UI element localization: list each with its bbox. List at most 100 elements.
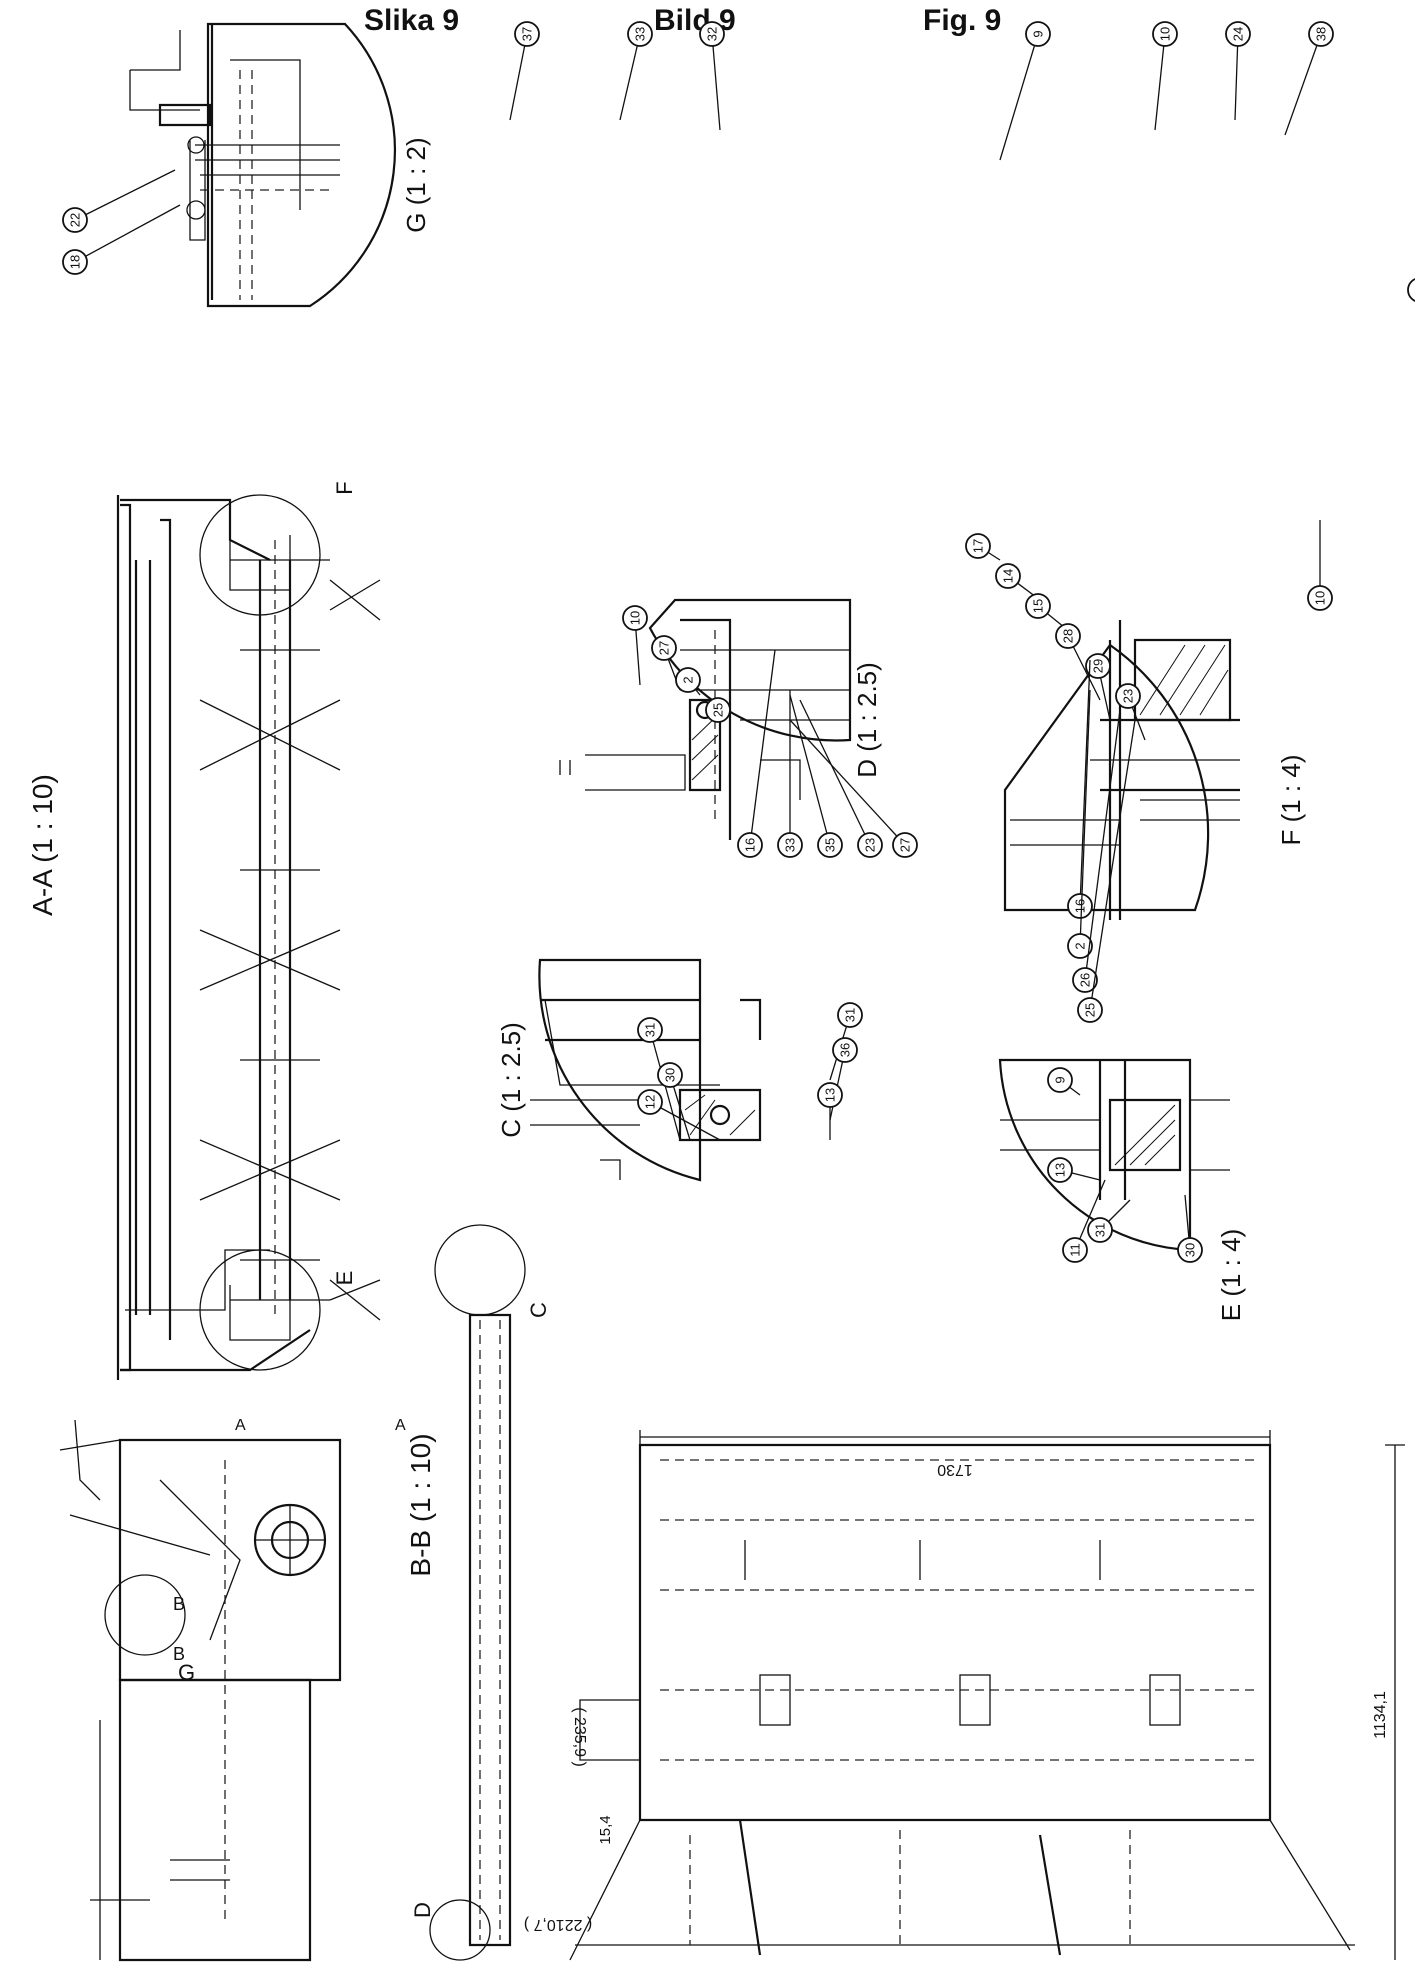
callout-e-view-4: 11	[1062, 1179, 1106, 1263]
callout-e-view-2: 13	[1047, 1157, 1101, 1183]
svg-text:32: 32	[705, 27, 720, 41]
svg-text:23: 23	[1121, 689, 1136, 703]
callout-aa-view-7: 38	[1284, 21, 1334, 136]
svg-text:9: 9	[1031, 30, 1046, 37]
callout-f-view-2: 30	[657, 1062, 691, 1141]
svg-text:25: 25	[711, 703, 726, 717]
svg-text:12: 12	[643, 1095, 658, 1109]
callout-d-view-6: 33	[777, 690, 803, 858]
svg-text:17: 17	[971, 539, 986, 553]
svg-text:29: 29	[1091, 659, 1106, 673]
callout-e-view-3: 31	[1087, 1199, 1131, 1243]
svg-text:33: 33	[633, 27, 648, 41]
svg-text:26: 26	[1078, 973, 1093, 987]
svg-text:38: 38	[1314, 27, 1329, 41]
callout-g-view-1: 18	[62, 204, 181, 275]
callout-aa-view-6: 24	[1225, 21, 1251, 121]
svg-text:10: 10	[628, 611, 643, 625]
label-detail-d-marker: D	[410, 1902, 435, 1918]
callout-d-view-9: 27	[789, 719, 918, 858]
dimension-ref2: 15,4	[597, 1815, 614, 1844]
callout-aa-view-2: 33	[619, 21, 653, 121]
callout-c-view-1: 17	[965, 533, 1001, 561]
svg-text:24: 24	[1231, 27, 1246, 41]
title-slika: Slika 9	[364, 4, 460, 37]
label-section-b-right: B	[173, 1644, 185, 1664]
svg-text:27: 27	[898, 838, 913, 852]
svg-text:9: 9	[1053, 1076, 1068, 1083]
svg-text:2: 2	[681, 676, 696, 683]
label-detail-g-marker: G	[178, 1660, 195, 1685]
svg-text:28: 28	[1061, 629, 1076, 643]
callout-d-view-2: 27	[651, 635, 681, 691]
svg-text:18: 18	[68, 255, 83, 269]
callout-aa-view-1: 37	[509, 21, 540, 121]
dimension-width: 1730	[937, 1461, 973, 1478]
svg-text:33: 33	[783, 838, 798, 852]
svg-text:22: 22	[68, 213, 83, 227]
plan-view	[569, 1430, 1405, 1961]
svg-text:36: 36	[838, 1043, 853, 1057]
callout-f-view-3: 12	[637, 1089, 721, 1141]
svg-text:30: 30	[1183, 1243, 1198, 1257]
svg-text:13: 13	[823, 1088, 838, 1102]
side-view	[59, 1419, 342, 1962]
svg-text:10: 10	[1313, 591, 1328, 605]
callout-c-view-10: 25	[1077, 719, 1136, 1023]
callout-d-view-3: 2	[675, 667, 701, 696]
svg-text:37: 37	[520, 27, 535, 41]
label-detail-f: F (1 : 4)	[1276, 754, 1306, 845]
callout-d-view-5: 16	[737, 649, 776, 858]
callout-aa-view-3: 32	[699, 21, 725, 131]
label-detail-c-marker: C	[526, 1302, 551, 1318]
callout-c-view-4: 28	[1055, 623, 1101, 701]
detail-d-view	[559, 598, 852, 840]
label-section-a-bottom: A	[395, 1417, 406, 1434]
svg-text:36: 36	[1413, 283, 1415, 297]
callout-c-view-6: 23	[1115, 683, 1146, 741]
label-detail-c: C (1 : 2.5)	[496, 1022, 526, 1138]
svg-text:11: 11	[1068, 1243, 1083, 1257]
section-bb-view	[429, 1224, 526, 1961]
dimension-ref1: ( 235,9 )	[571, 1707, 588, 1767]
label-detail-e: E (1 : 4)	[1216, 1229, 1246, 1321]
svg-text:23: 23	[863, 838, 878, 852]
callout-bb-view-1: 10	[1307, 520, 1333, 611]
callout-aa-view-5: 10	[1152, 21, 1178, 131]
svg-text:2: 2	[1073, 942, 1088, 949]
callout-d-view-4: 25	[705, 697, 731, 723]
label-section-bb: B-B (1 : 10)	[405, 1433, 436, 1576]
svg-text:31: 31	[643, 1023, 658, 1037]
callout-aa-view-4: 9	[999, 21, 1051, 161]
callout-f-view-6: 13	[817, 1082, 843, 1140]
callout-c-view-5: 29	[1085, 653, 1111, 721]
callout-g-view-2: 22	[62, 169, 176, 233]
detail-f-view	[1003, 620, 1240, 920]
callout-c-view-7: 16	[1067, 659, 1093, 919]
svg-text:16: 16	[743, 838, 758, 852]
svg-text:16: 16	[1073, 899, 1088, 913]
callout-d-view-7: 35	[789, 694, 843, 858]
callout-side-view-24: 36	[1407, 278, 1415, 302]
callout-e-view-5: 30	[1177, 1194, 1203, 1263]
svg-text:30: 30	[663, 1068, 678, 1082]
callout-e-view-1: 9	[1047, 1067, 1081, 1096]
section-aa-view	[116, 494, 381, 1380]
callout-c-view-9: 26	[1072, 709, 1121, 993]
svg-text:14: 14	[1001, 569, 1016, 583]
callout-f-view-5: 36	[829, 1037, 858, 1121]
callout-d-view-8: 23	[799, 699, 883, 858]
label-view-g: G (1 : 2)	[401, 137, 431, 232]
detail-c-view	[530, 958, 762, 1182]
dimension-depth: 1134,1	[1372, 1691, 1389, 1739]
label-detail-e-marker: E	[332, 1271, 357, 1286]
label-section-b-left: B	[173, 1594, 185, 1614]
svg-text:15: 15	[1031, 599, 1046, 613]
callout-d-view-1: 10	[622, 605, 648, 686]
label-section-a-top: A	[235, 1417, 246, 1434]
label-section-aa: A-A (1 : 10)	[27, 774, 58, 916]
detail-e-view	[998, 1058, 1230, 1252]
